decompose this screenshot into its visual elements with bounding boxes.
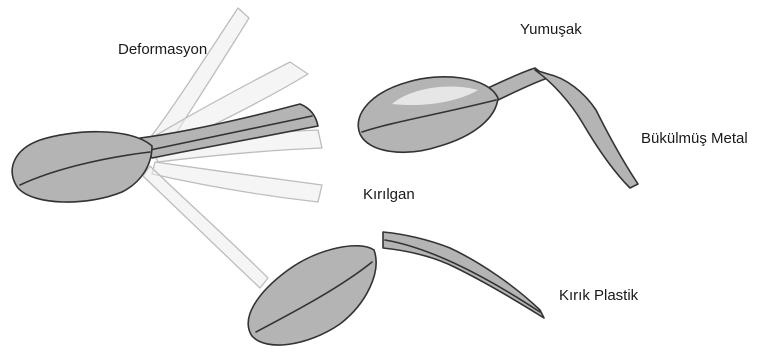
bent-metal-spoon-bowl — [358, 77, 498, 152]
bent-metal-label: Bükülmüş Metal — [641, 131, 748, 146]
brittle-label: Kırılgan — [363, 187, 415, 202]
broken-plastic-spoon-bowl — [248, 246, 376, 345]
deformation-spoon-bowl — [12, 132, 152, 202]
deformation-label: Deformasyon — [118, 42, 207, 57]
broken-plastic-label: Kırık Plastik — [559, 288, 638, 303]
bent-metal-spoon — [358, 68, 638, 188]
broken-plastic-spoon — [248, 232, 544, 345]
soft-label: Yumuşak — [520, 22, 582, 37]
bent-metal-spoon-handle-lower — [535, 70, 638, 188]
